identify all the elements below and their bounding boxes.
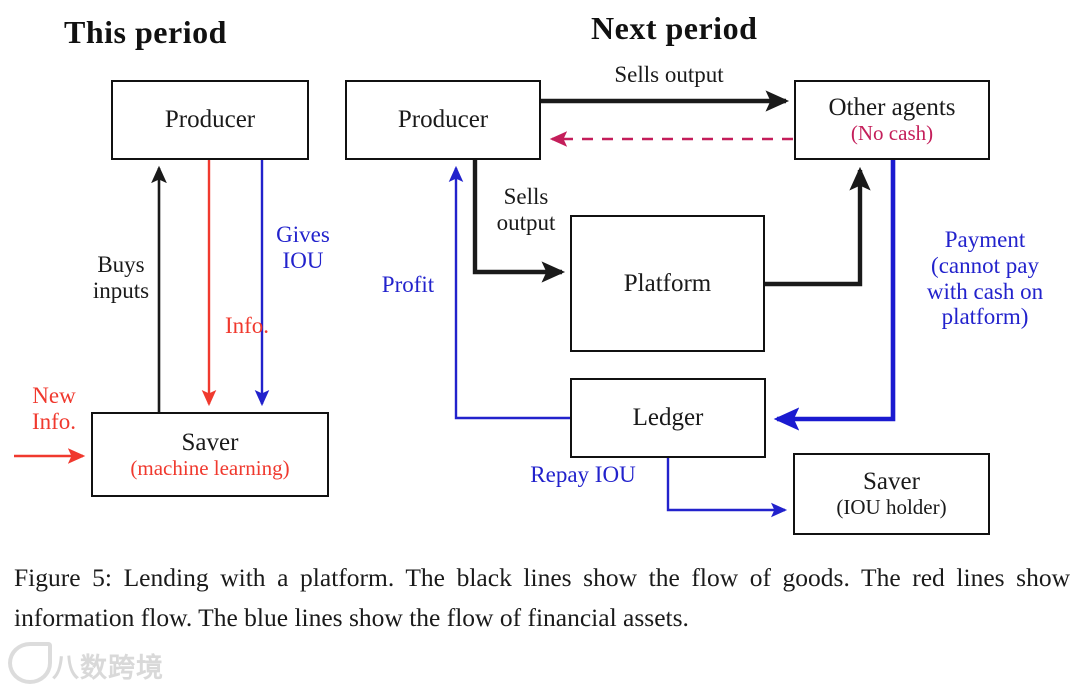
arrow-platform-to-other-agents (765, 166, 871, 287)
node-ledger[interactable]: Ledger (570, 378, 766, 458)
node-producer-this-period[interactable]: Producer (111, 80, 309, 160)
node-producer-next-period[interactable]: Producer (345, 80, 541, 160)
node-other-agents[interactable]: Other agents (No cash) (794, 80, 990, 160)
node-sublabel: (No cash) (850, 121, 934, 146)
panel-title-this-period: This period (64, 14, 227, 50)
node-saver-iou-holder[interactable]: Saver (IOU holder) (793, 453, 990, 535)
panel-title-next-period: Next period (591, 10, 758, 46)
arrow-repay-iou (666, 458, 788, 518)
node-platform[interactable]: Platform (570, 215, 765, 352)
node-saver-machine-learning[interactable]: Saver (machine learning) (91, 412, 329, 497)
arrow-sells-output-platform (472, 160, 566, 283)
node-label: Ledger (632, 404, 704, 431)
node-label: Saver (181, 428, 239, 456)
node-label: Platform (623, 269, 712, 297)
arrow-profit (448, 165, 570, 420)
node-label: Other agents (828, 94, 956, 122)
node-sublabel: (machine learning) (130, 455, 290, 480)
node-sublabel: (IOU holder) (836, 495, 947, 520)
node-label: Saver (863, 468, 920, 496)
node-label: Producer (164, 106, 256, 133)
figure-caption: Figure 5: Lending with a platform. The b… (14, 563, 1070, 633)
node-label: Producer (397, 106, 489, 133)
arrow-payment (773, 160, 896, 431)
